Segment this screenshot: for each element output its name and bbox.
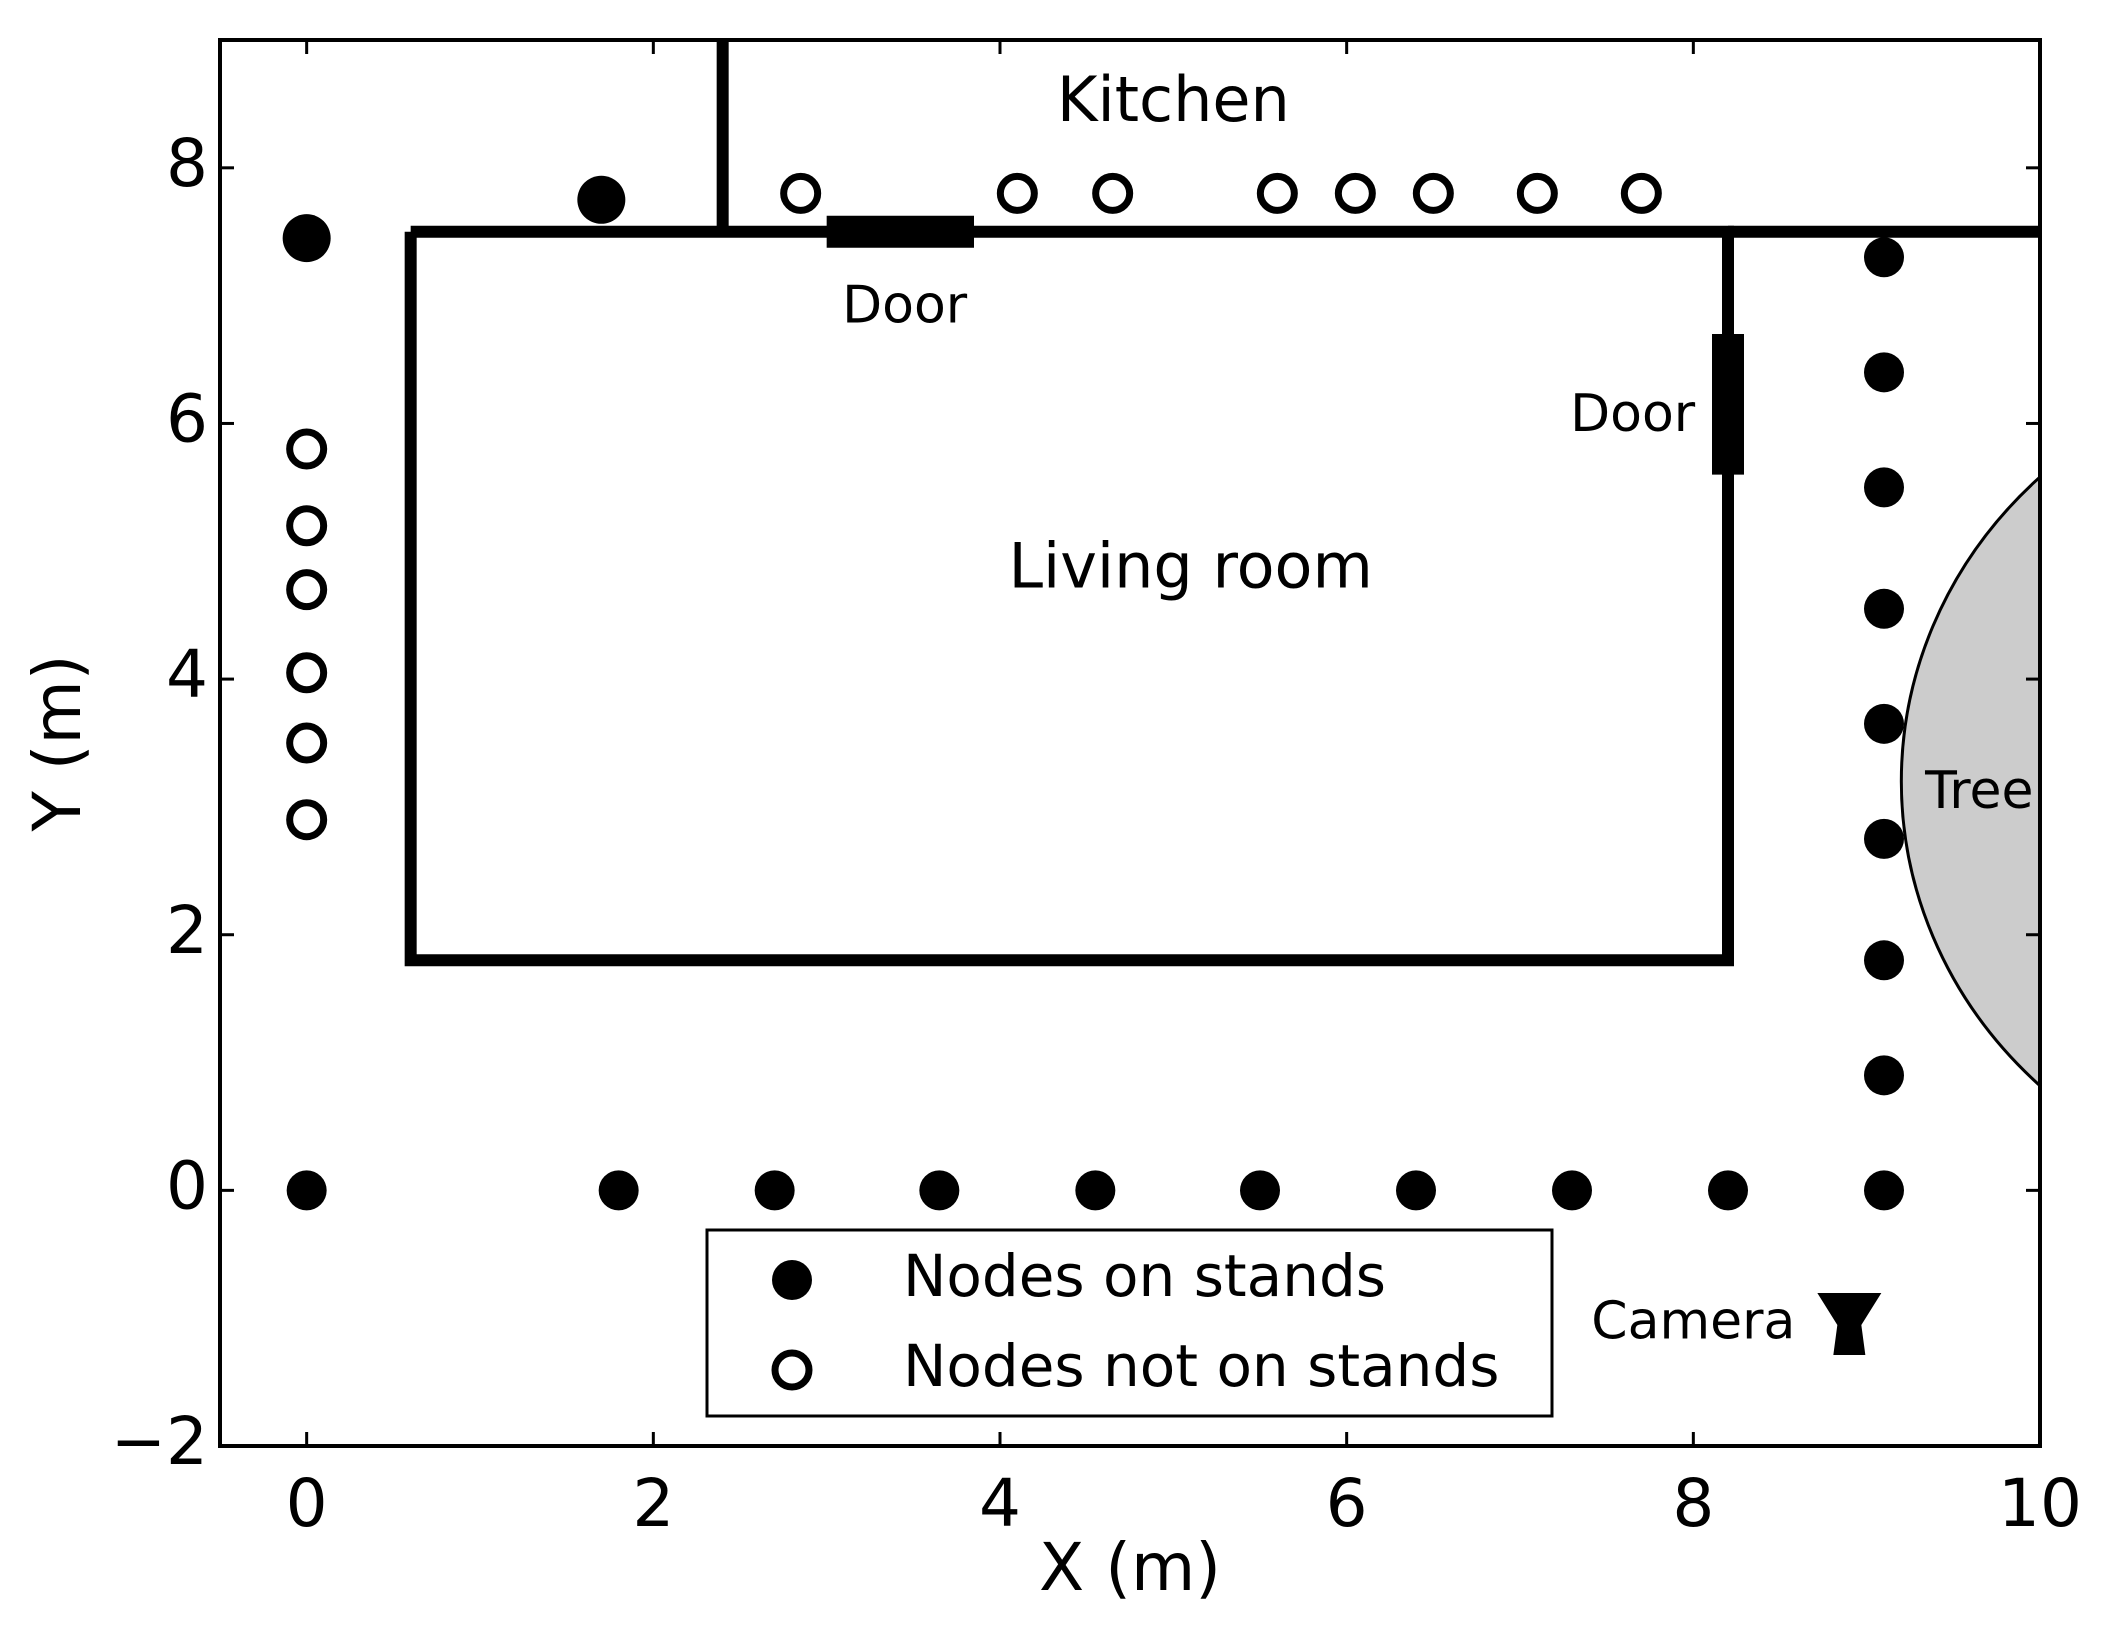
x-axis-label: X (m) [1039, 1529, 1221, 1606]
node-not-on-stand [286, 652, 328, 694]
node-not-on-stand [1256, 172, 1298, 214]
node-on-stand [286, 1170, 327, 1211]
axes-border [218, 38, 2042, 1448]
node-on-stand [1396, 1170, 1436, 1211]
legend-entry-label: Nodes not on stands [903, 1332, 1499, 1400]
legend-box [705, 1228, 1554, 1418]
node-on-stand [1864, 588, 1904, 629]
y-tick-label: 8 [166, 125, 208, 202]
node-not-on-stand [780, 172, 822, 214]
x-tick-label: 0 [286, 1465, 328, 1542]
annotation-label: Door [842, 275, 968, 335]
node-on-stand [1708, 1170, 1748, 1211]
node-on-stand [1552, 1170, 1592, 1211]
annotation-label: Tree [1924, 761, 2033, 821]
node-not-on-stand [286, 505, 328, 547]
y-tick-label: −2 [111, 1403, 208, 1480]
node-on-stand [1864, 940, 1904, 981]
legend-marker-open [771, 1349, 813, 1391]
node-not-on-stand [286, 428, 328, 470]
node-not-on-stand [286, 569, 328, 611]
node-not-on-stand [996, 172, 1038, 214]
node-on-stand [282, 214, 331, 263]
node-not-on-stand [1412, 172, 1454, 214]
node-not-on-stand [1334, 172, 1376, 214]
node-on-stand [1240, 1170, 1280, 1211]
node-not-on-stand [286, 799, 328, 841]
x-tick-label: 10 [1998, 1465, 2082, 1542]
y-tick-label: 0 [166, 1147, 208, 1224]
node-on-stand [1864, 237, 1904, 278]
node-on-stand [1864, 703, 1904, 744]
node-on-stand [1864, 818, 1904, 859]
x-tick-label: 2 [632, 1465, 674, 1542]
node-not-on-stand [1092, 172, 1134, 214]
node-on-stand [754, 1170, 795, 1211]
node-on-stand [1864, 352, 1904, 393]
x-tick-label: 4 [979, 1465, 1021, 1542]
node-on-stand [598, 1170, 639, 1211]
y-tick-label: 6 [166, 381, 208, 458]
y-tick-label: 4 [166, 636, 208, 713]
tree-region [1899, 474, 2040, 1088]
x-tick-label: 6 [1326, 1465, 1368, 1542]
node-on-stand [1864, 467, 1904, 508]
axis-ticks: 0 2 4 6 8 10 −2 0 2 4 6 8 [111, 40, 2082, 1542]
axes-frame [218, 38, 2042, 1448]
wall [404, 225, 1734, 967]
node-not-on-stand [286, 722, 328, 764]
node-not-on-stand [1516, 172, 1558, 214]
annotation-label: Camera [1591, 1292, 1795, 1352]
legend-entry-label: Nodes on stands [903, 1242, 1386, 1310]
node-on-stand [1075, 1170, 1116, 1211]
node-on-stand [577, 175, 626, 224]
legend-marker-filled [772, 1260, 812, 1300]
node-on-stand [1864, 1170, 1904, 1211]
node-not-on-stand [1620, 172, 1662, 214]
y-axis-label: Y (m) [19, 654, 96, 832]
x-tick-label: 8 [1672, 1465, 1714, 1542]
annotation-label: Living room [1008, 530, 1372, 603]
annotation-label: Kitchen [1057, 63, 1290, 136]
node-on-stand [1864, 1055, 1904, 1096]
node-on-stand [919, 1170, 960, 1211]
camera-icon [1817, 1292, 1882, 1355]
y-tick-label: 2 [166, 892, 208, 969]
annotation-label: Door [1570, 384, 1696, 444]
